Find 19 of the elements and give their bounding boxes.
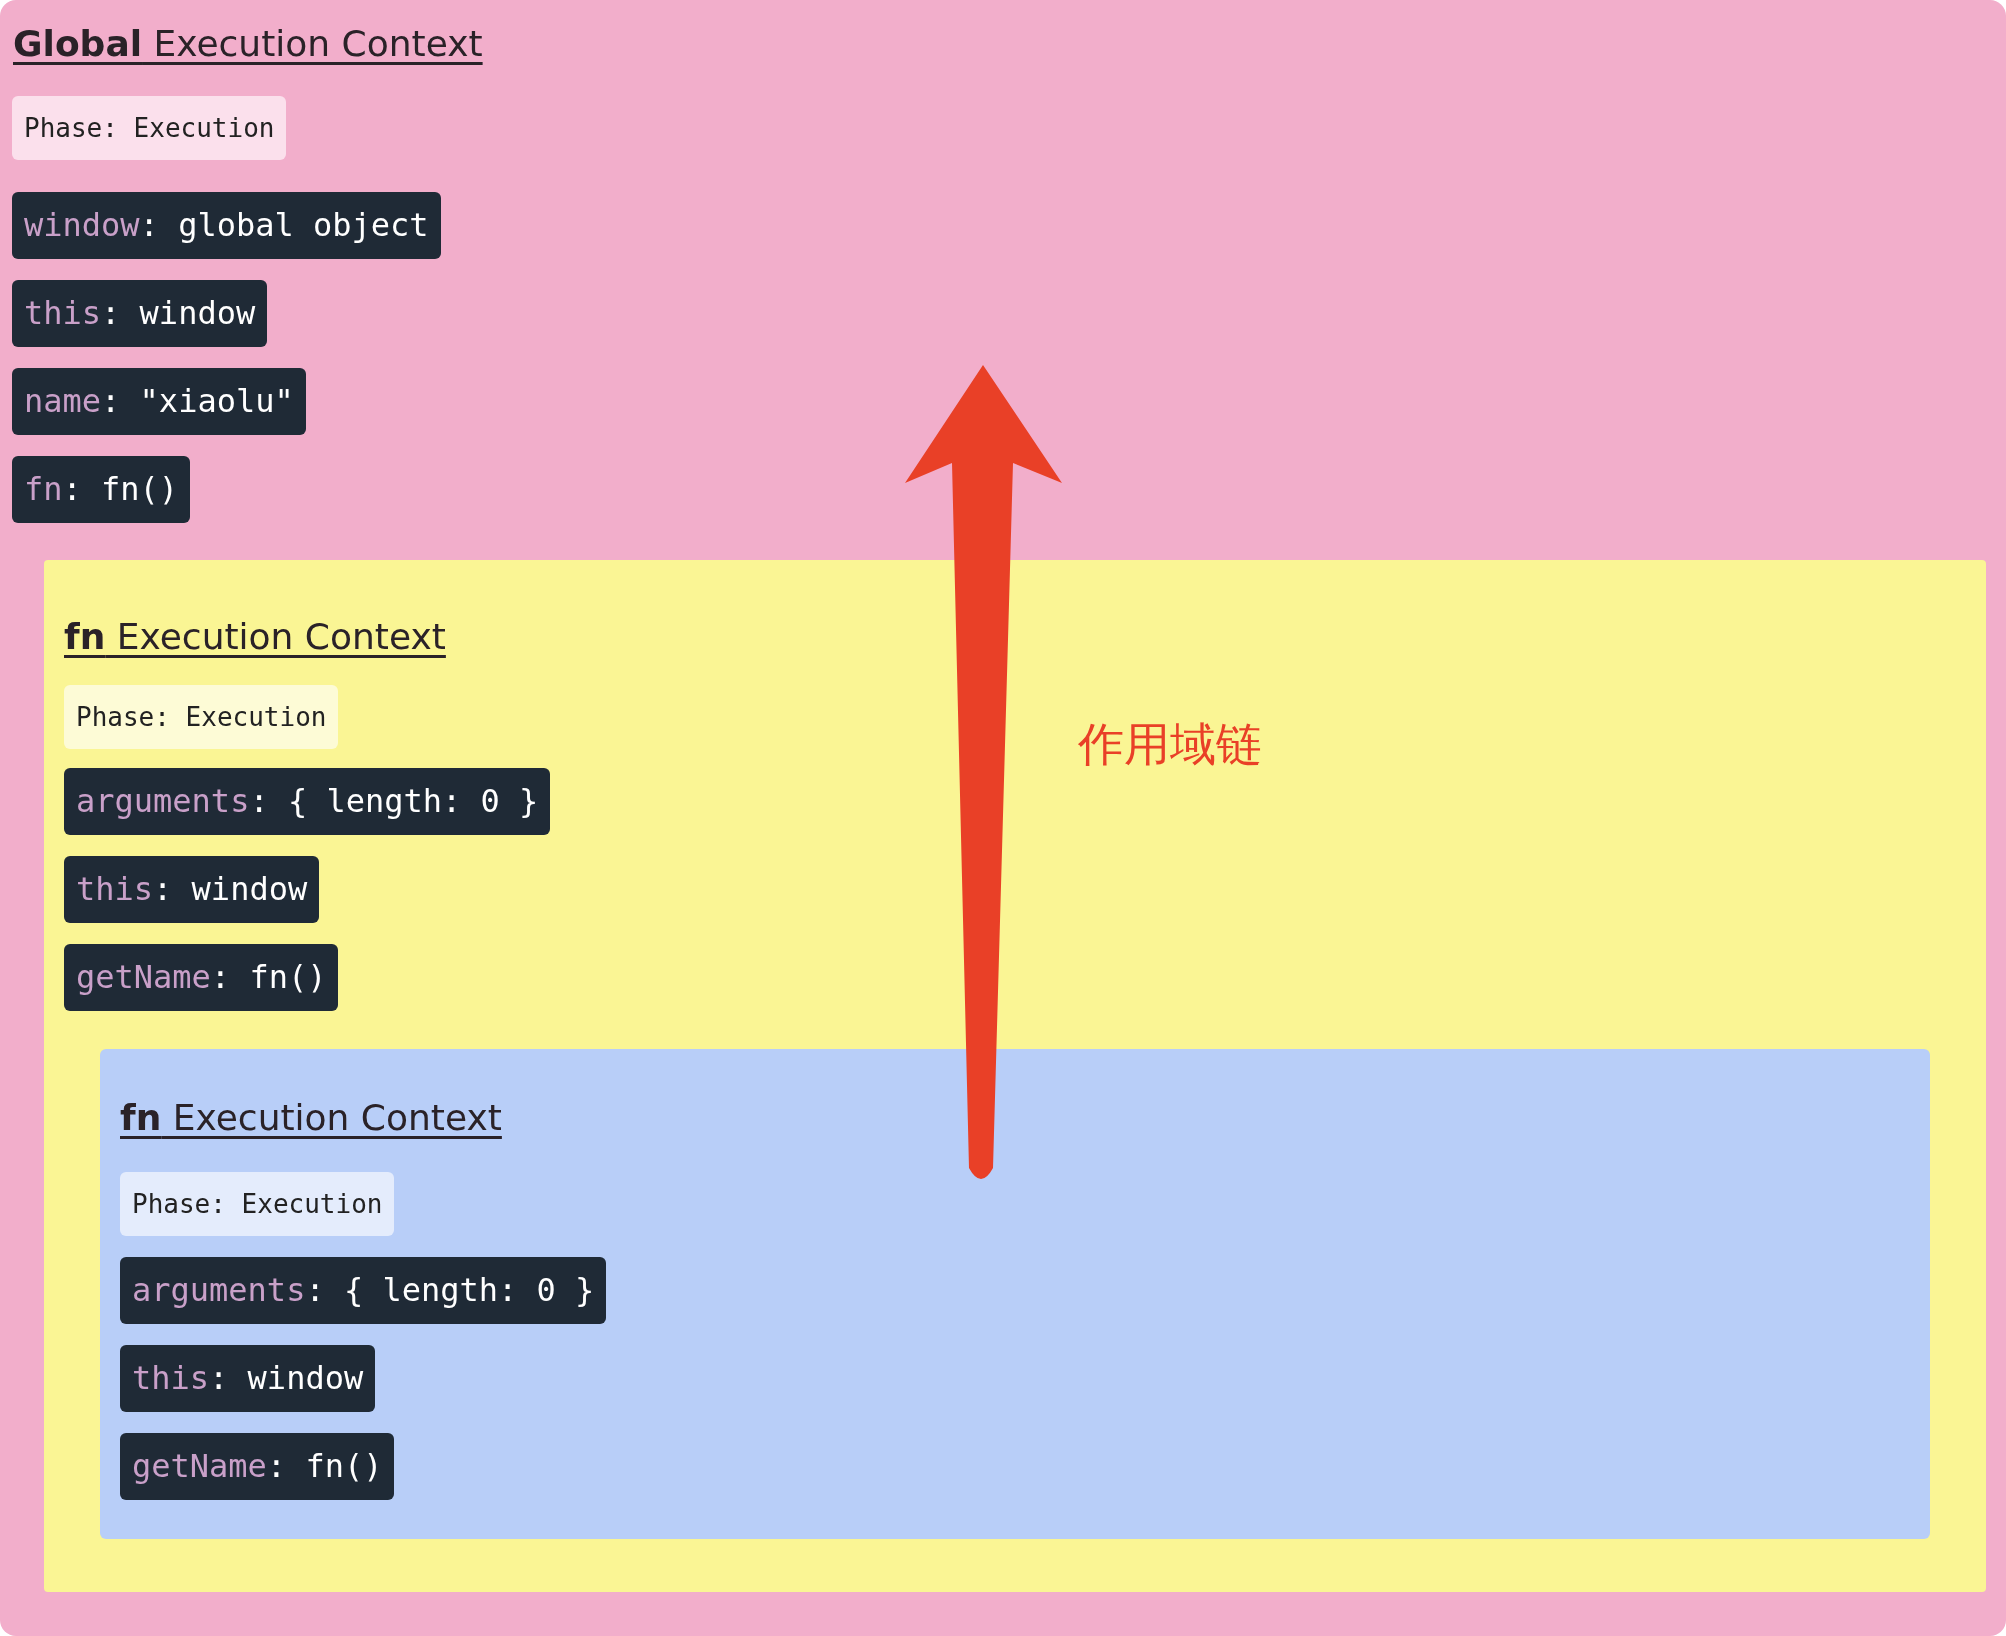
code-chip: this: window — [64, 856, 320, 923]
code-chip: arguments: { length: 0 } — [120, 1257, 607, 1324]
code-chip: arguments: { length: 0 } — [64, 768, 551, 835]
code-chip: fn: fn() — [12, 456, 191, 523]
code-chip: this: window — [12, 280, 268, 347]
code-chip: name: "xiaolu" — [12, 368, 306, 435]
phase-tag: Phase: Execution — [12, 96, 287, 160]
code-chip: getName: fn() — [120, 1433, 395, 1500]
phase-tag: Phase: Execution — [120, 1172, 395, 1236]
annotation: 作用域链 — [1078, 716, 1262, 772]
heading: fn Execution Context — [64, 615, 446, 659]
heading: fn Execution Context — [120, 1096, 502, 1140]
heading: Global Execution Context — [13, 22, 483, 66]
code-chip: window: global object — [12, 192, 441, 259]
context-panel — [44, 560, 1986, 1592]
context-panel — [100, 1049, 1930, 1539]
code-chip: getName: fn() — [64, 944, 339, 1011]
code-chip: this: window — [120, 1345, 376, 1412]
phase-tag: Phase: Execution — [64, 685, 339, 749]
